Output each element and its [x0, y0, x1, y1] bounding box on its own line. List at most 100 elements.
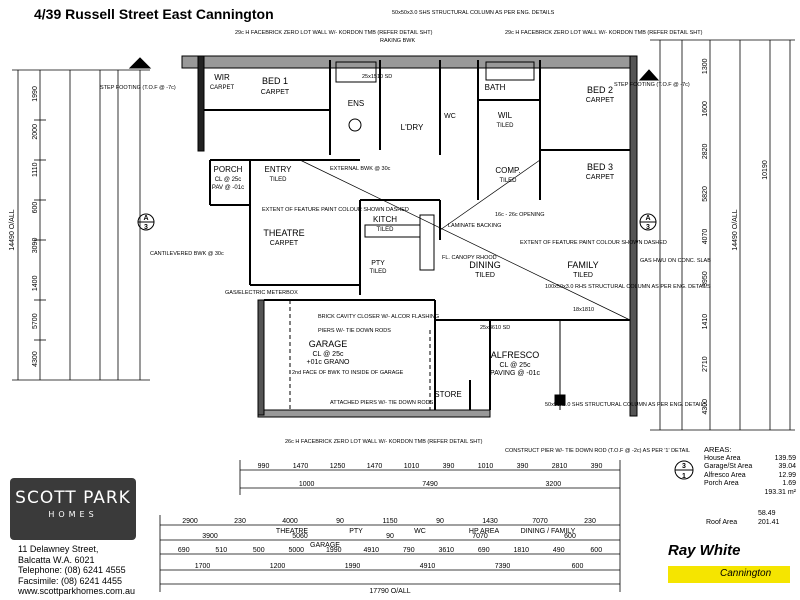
dim-bottom-row5: 510 — [215, 547, 227, 554]
dim-bottom-row2: 7490 — [422, 481, 438, 488]
roof-value: 58.49 — [758, 510, 776, 517]
room-bed3-floor: CARPET — [586, 174, 615, 181]
note-opening: 16c - 26c OPENING — [495, 212, 545, 218]
note-rhs: 100x50x3.0 RHS STRUCTURAL COLUMN AS PER … — [545, 284, 711, 290]
website: www.scottparkhomes.com.au — [18, 586, 136, 596]
room-family: FAMILY — [567, 260, 598, 270]
dim-left-col: 600 — [32, 202, 39, 214]
note-shs-top: 50x50x3.0 SHS STRUCTURAL COLUMN AS PER E… — [392, 10, 555, 16]
room-wir-floor: CARPET — [210, 85, 235, 91]
room-dining-floor: TILED — [475, 272, 495, 279]
dim-bottom-row2: 3200 — [546, 481, 562, 488]
bottom-wall — [257, 409, 491, 418]
areas-heading: AREAS: — [704, 445, 732, 454]
note-beam1: 25x3610 SD — [480, 325, 510, 331]
roof-total: 201.41 — [758, 519, 780, 526]
dim-bottom-row2: 1000 — [299, 481, 315, 488]
room-theatre: THEATRE — [263, 228, 304, 238]
room-wc1: WC — [444, 113, 456, 120]
dim-bottom-row6: 4910 — [420, 563, 436, 570]
address-line-1: 11 Delawney Street, — [18, 544, 99, 554]
area-label: Porch Area — [704, 480, 739, 487]
area-label: Alfresco Area — [704, 471, 746, 479]
logo-sub: HOMES — [48, 510, 98, 519]
note-canopy: FL. CANOPY RHOOD — [442, 255, 497, 261]
dim-bottom-row5: 4910 — [363, 547, 379, 554]
dim-bottom-row1: 390 — [443, 463, 455, 470]
room-comp: COMP. — [495, 166, 520, 175]
note-attached-piers: ATTACHED PIERS W/- TIE DOWN RODS — [330, 400, 434, 406]
dim-left-col: 4300 — [32, 351, 39, 367]
dim-left-col: 1110 — [32, 162, 39, 177]
dim-bottom-row3: 90 — [436, 518, 444, 525]
note-top-right: 29c H FACEBRICK ZERO LOT WALL W/- KORDON… — [505, 30, 703, 36]
dim-bottom-row1: 390 — [517, 463, 529, 470]
dim-left-col: 1400 — [32, 275, 39, 291]
note-step-left: STEP FOOTING (T.O.F @ -7c) — [100, 85, 176, 91]
top-wall — [181, 55, 638, 69]
room-porch-extra: PAV @ -01c — [212, 185, 244, 191]
dim-bottom-row6: 1990 — [345, 563, 361, 570]
note-gas-hwu: GAS HWU ON CONC. SLAB — [640, 258, 711, 264]
dim-bottom-row5: 1990 — [326, 547, 342, 554]
room-porch: PORCH — [214, 165, 243, 174]
area-value: 39.04 — [778, 463, 796, 470]
room-alfresco-extra: PAVING @ -01c — [490, 370, 541, 377]
note-external: EXTERNAL BWK @ 30c — [330, 166, 391, 172]
dim-left-col: 5700 — [32, 313, 39, 329]
dim-bottom-row5: 600 — [590, 547, 602, 554]
room-dining: DINING — [469, 260, 501, 270]
section-marker-a-right: A — [645, 215, 650, 222]
room-garage-floor: CL @ 25c — [313, 351, 344, 358]
dim-bottom-row3: 230 — [584, 518, 596, 525]
note-construct-pier: CONSTRUCT PIER W/- TIE DOWN ROD (T.O.F @… — [505, 448, 690, 454]
area-total-row: 193.31 m² — [704, 489, 796, 498]
note-laminate: LAMINATE BACKING — [448, 223, 501, 229]
dim-bottom-row6: 7390 — [495, 563, 511, 570]
note-feature-paint-1: EXTENT OF FEATURE PAINT COLOUR SHOWN DAS… — [262, 207, 409, 213]
room-bed1: BED 1 — [262, 76, 288, 86]
room-theatre-floor: CARPET — [270, 240, 299, 247]
room-bed2: BED 2 — [587, 85, 613, 95]
dim-right-col: 2820 — [702, 143, 709, 159]
section-marker-a-left: A — [143, 215, 148, 222]
right-wall — [629, 55, 638, 417]
dim-bottom-row4: 7070 — [472, 533, 488, 540]
room-bath: BATH — [485, 83, 506, 92]
room-entry-floor: TILED — [269, 177, 287, 183]
dim-bottom-row1: 390 — [591, 463, 603, 470]
dim-bottom-row4-label: GARAGE — [310, 542, 340, 549]
note-alfresco-col: 50x50x3.0 SHS STRUCTURAL COLUMN AS PER E… — [545, 402, 708, 408]
page-title: 4/39 Russell Street East Cannington — [34, 6, 274, 22]
room-bed3: BED 3 — [587, 162, 613, 172]
dim-left-col: 2000 — [32, 124, 39, 140]
dim-right-col: 4300 — [702, 399, 709, 415]
garage-left-wall — [257, 299, 265, 416]
dim-bottom-row5: 690 — [178, 547, 190, 554]
detail-marker-top: 3 — [682, 463, 686, 470]
room-bed1-floor: CARPET — [261, 89, 290, 96]
dim-bottom-row6: 1700 — [195, 563, 211, 570]
note-gas-meter: GAS/ELECTRIC METERBOX — [225, 290, 298, 296]
dim-bottom-row6: 1200 — [270, 563, 286, 570]
dim-bottom-row5: 1810 — [513, 547, 529, 554]
room-kitch: KITCH — [373, 215, 397, 224]
dim-overall-width: 17790 O/ALL — [369, 588, 410, 595]
room-porch-floor: CL @ 25c — [215, 177, 242, 183]
room-alfresco: ALFRESCO — [491, 350, 540, 360]
ray-white-bar: Cannington — [668, 566, 790, 583]
dim-bottom-row1: 1010 — [404, 463, 420, 470]
note-brick-cavity: BRICK CAVITY CLOSER W/- ALCOR FLASHING — [318, 314, 439, 320]
dim-bottom-row3-label: WC — [414, 528, 426, 535]
room-pty-floor: TILED — [369, 269, 387, 275]
dim-right-col: 1410 — [702, 314, 709, 330]
dim-bottom-row3: 2900 — [182, 518, 198, 525]
dim-right-col: 1300 — [702, 58, 709, 74]
logo-brand: SCOTT PARK — [15, 488, 131, 508]
dim-bottom-row3: 90 — [336, 518, 344, 525]
contact-block: 11 Delawney Street, Balcatta W.A. 6021 T… — [18, 544, 135, 597]
note-bottom: 26c H FACEBRICK ZERO LOT WALL W/- KORDON… — [285, 439, 483, 445]
dim-right-col: 4070 — [702, 229, 709, 245]
